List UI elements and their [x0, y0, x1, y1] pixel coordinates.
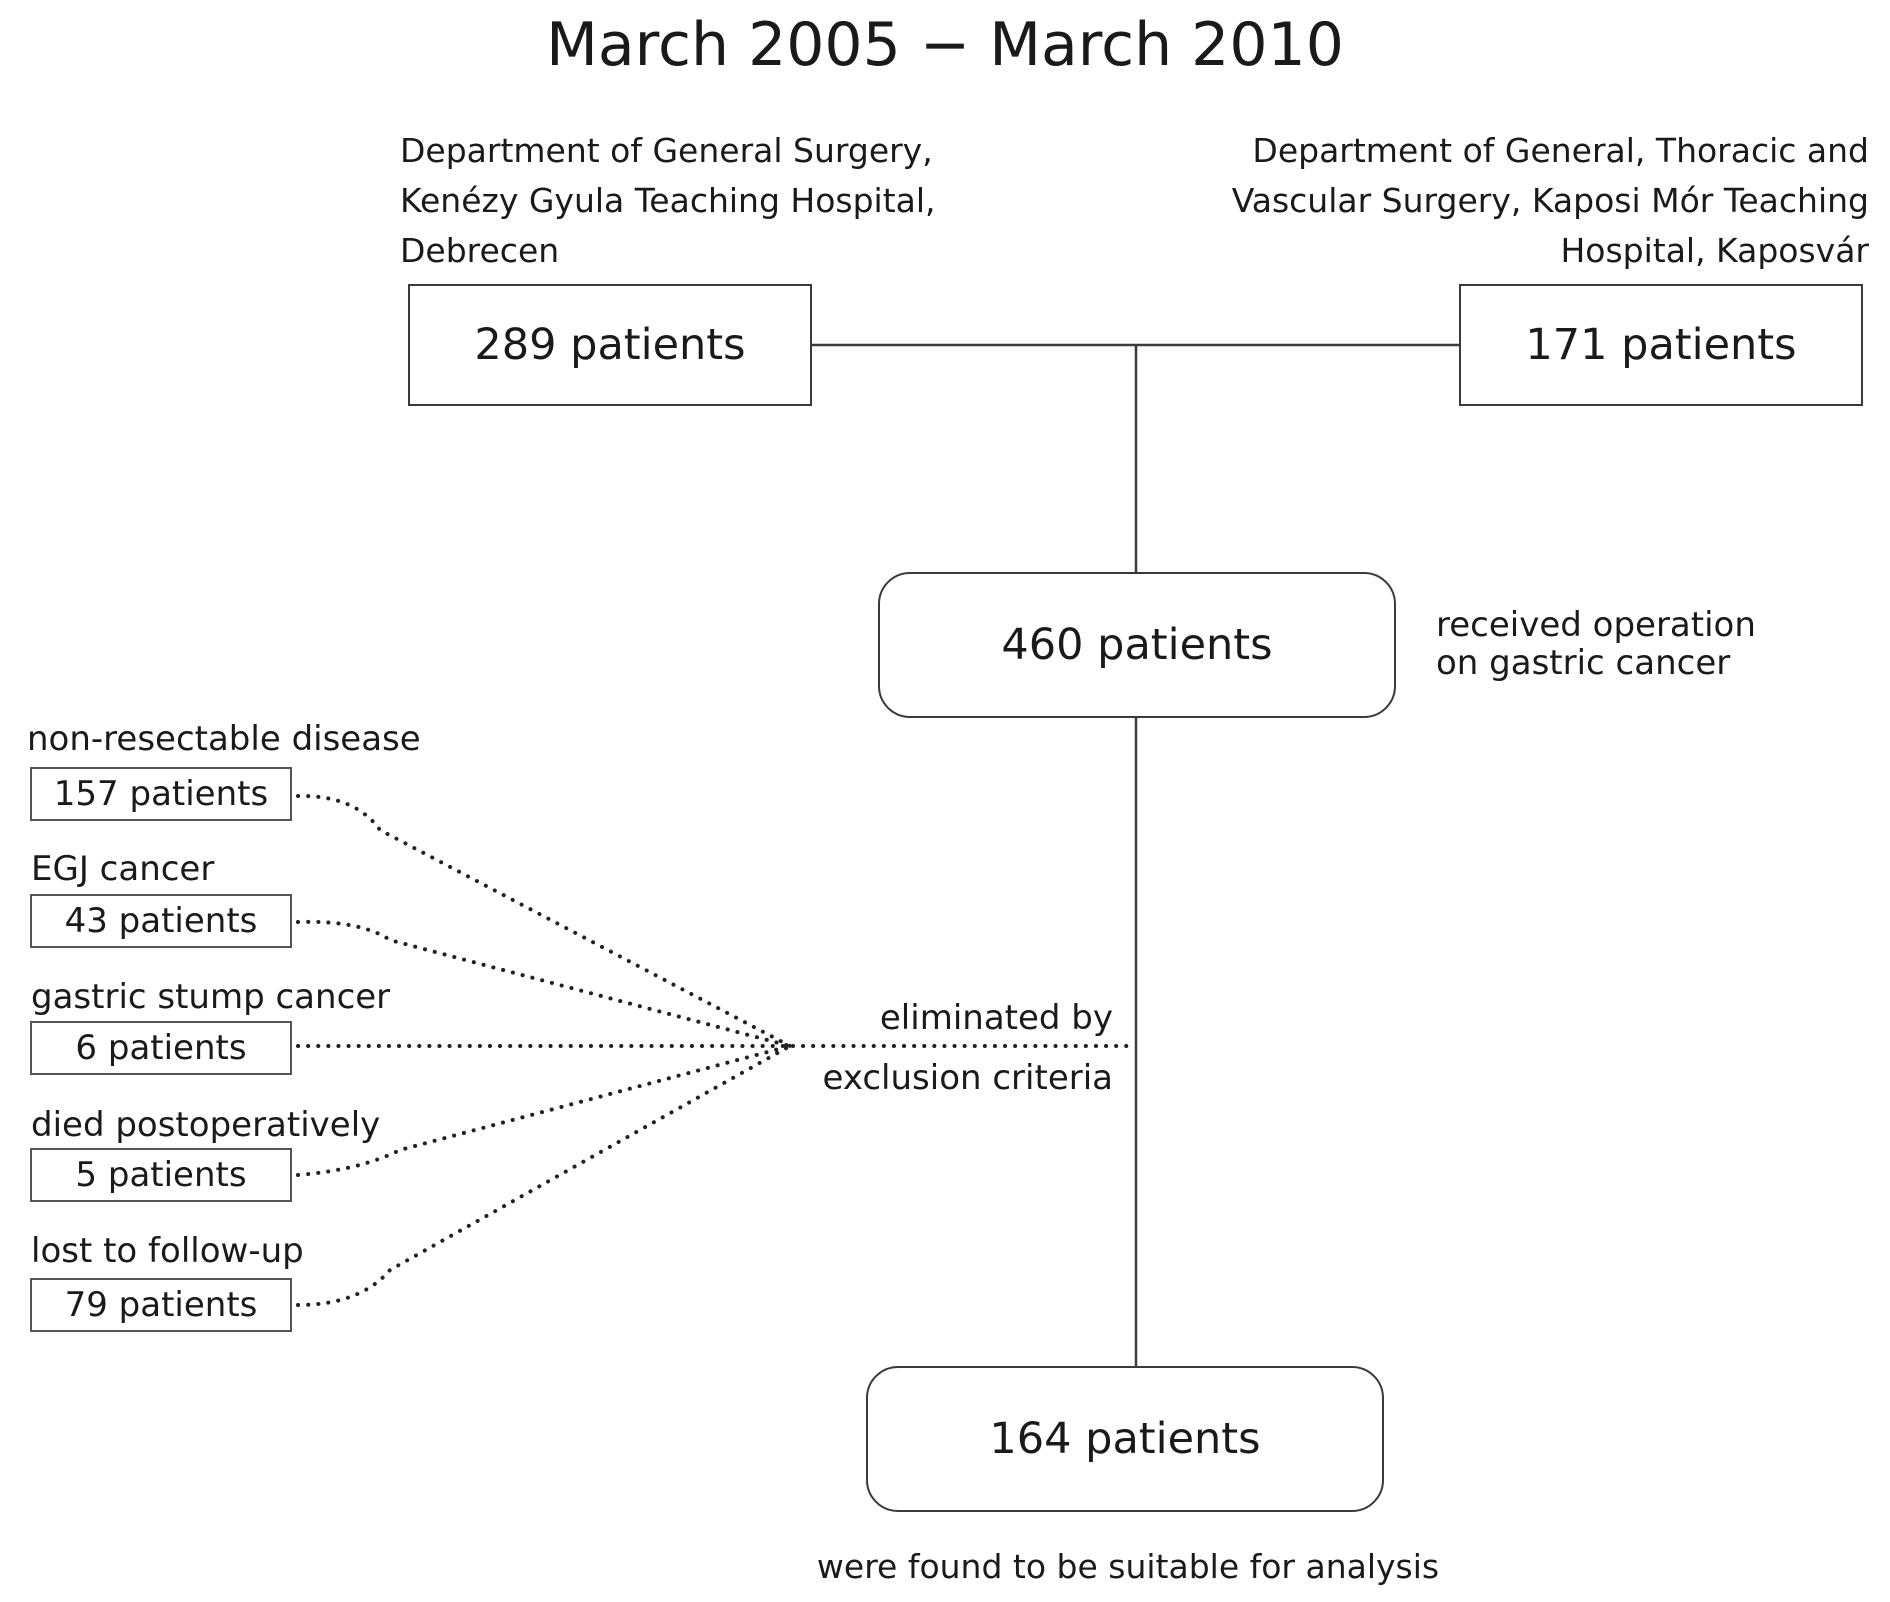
- department-left-line-3: Debrecen: [400, 231, 560, 270]
- exclusion-box-egj: 43 patients: [30, 894, 292, 948]
- dotted-connector-5: [296, 1044, 792, 1177]
- department-left-label: Department of General Surgery, Kenézy Gy…: [400, 126, 936, 276]
- combined-note-line-1: received operation: [1436, 605, 1756, 645]
- department-left-line-1: Department of General Surgery,: [400, 131, 933, 170]
- exclusion-label-nonresectable: non-resectable disease: [27, 719, 421, 759]
- exclusion-count-nonresectable: 157 patients: [53, 774, 269, 814]
- exclusion-label-lost: lost to follow-up: [31, 1231, 304, 1271]
- exclusion-box-stump: 6 patients: [30, 1021, 292, 1075]
- department-right-line-3: Hospital, Kaposvár: [1560, 231, 1869, 270]
- exclusion-note-line-1: eliminated by: [879, 998, 1113, 1038]
- exclusion-label-egj: EGJ cancer: [31, 849, 215, 889]
- exclusion-box-died: 5 patients: [30, 1148, 292, 1202]
- exclusion-label-died: died postoperatively: [31, 1105, 381, 1145]
- combined-count: 460 patients: [1001, 620, 1273, 670]
- department-right-box: 171 patients: [1459, 284, 1863, 406]
- final-count: 164 patients: [989, 1414, 1261, 1464]
- department-right-label: Department of General, Thoracic and Vasc…: [1232, 126, 1869, 276]
- final-note: were found to be suitable for analysis: [816, 1547, 1440, 1586]
- department-right-line-2: Vascular Surgery, Kaposi Mór Teaching: [1231, 181, 1869, 220]
- combined-box: 460 patients: [878, 572, 1396, 718]
- final-box: 164 patients: [866, 1366, 1384, 1512]
- page-title: March 2005 − March 2010: [546, 10, 1344, 80]
- dotted-connector-157: [296, 793, 792, 1048]
- department-left-count: 289 patients: [474, 320, 746, 370]
- department-left-box: 289 patients: [408, 284, 812, 406]
- combined-note: received operation on gastric cancer: [1436, 606, 1756, 682]
- exclusion-label-stump: gastric stump cancer: [31, 977, 391, 1017]
- exclusion-count-lost: 79 patients: [64, 1285, 258, 1325]
- exclusion-note: eliminated by exclusion criteria: [823, 988, 1113, 1108]
- exclusion-note-line-2: exclusion criteria: [822, 1058, 1113, 1098]
- department-left-line-2: Kenézy Gyula Teaching Hospital,: [400, 181, 936, 220]
- department-right-count: 171 patients: [1525, 320, 1797, 370]
- exclusion-count-died: 5 patients: [75, 1155, 247, 1195]
- combined-note-line-2: on gastric cancer: [1436, 643, 1731, 683]
- dotted-connector-79: [296, 1044, 792, 1307]
- department-right-line-1: Department of General, Thoracic and: [1252, 131, 1869, 170]
- exclusion-box-lost: 79 patients: [30, 1278, 292, 1332]
- exclusion-count-egj: 43 patients: [64, 901, 258, 941]
- exclusion-count-stump: 6 patients: [75, 1028, 247, 1068]
- exclusion-box-nonresectable: 157 patients: [30, 767, 292, 821]
